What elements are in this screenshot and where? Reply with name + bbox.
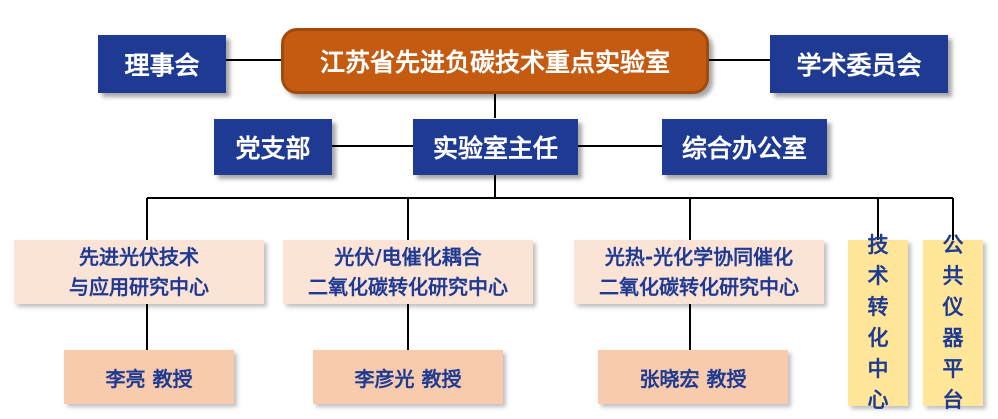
center-2-head: 李彦光 教授	[313, 350, 503, 404]
board-label: 理事会	[124, 51, 200, 80]
research-center-1: 先进光伏技术 与应用研究中心	[14, 240, 264, 304]
center-2-head-name: 李彦光 教授	[354, 366, 462, 391]
research-center-3-line1: 光热-光化学协同催化	[604, 245, 794, 269]
party-branch-box: 党支部	[214, 119, 332, 175]
research-center-1-line1: 先进光伏技术	[79, 245, 199, 269]
center-3-head-name: 张晓宏 教授	[639, 366, 747, 391]
center-1-head: 李亮 教授	[64, 350, 234, 404]
research-center-2: 光伏/电催化耦合 二氧化碳转化研究中心	[283, 240, 533, 304]
board-box: 理事会	[98, 35, 226, 93]
academic-committee-label: 学术委员会	[796, 51, 922, 80]
research-center-1-line2: 与应用研究中心	[69, 275, 209, 299]
lab-title-box: 江苏省先进负碳技术重点实验室	[281, 28, 709, 94]
research-center-2-line2: 二氧化碳转化研究中心	[308, 275, 508, 299]
lab-title: 江苏省先进负碳技术重点实验室	[319, 48, 670, 77]
public-platform-label: 公共仪器平台	[942, 233, 964, 412]
director-label: 实验室主任	[432, 134, 558, 163]
general-office-label: 综合办公室	[681, 134, 807, 163]
public-platform-box: 公共仪器平台	[923, 233, 983, 412]
tech-transfer-center-box: 技术转化中心	[848, 233, 908, 412]
center-3-head: 张晓宏 教授	[598, 350, 788, 404]
center-1-head-name: 李亮 教授	[105, 366, 193, 391]
research-center-3-line2: 二氧化碳转化研究中心	[599, 275, 799, 299]
party-branch-label: 党支部	[235, 134, 311, 163]
director-box: 实验室主任	[413, 119, 578, 175]
research-center-2-line1: 光伏/电催化耦合	[334, 245, 482, 269]
research-center-3: 光热-光化学协同催化 二氧化碳转化研究中心	[574, 240, 824, 304]
tech-transfer-center-label: 技术转化中心	[867, 233, 889, 412]
academic-committee-box: 学术委员会	[770, 35, 948, 93]
general-office-box: 综合办公室	[662, 119, 827, 175]
